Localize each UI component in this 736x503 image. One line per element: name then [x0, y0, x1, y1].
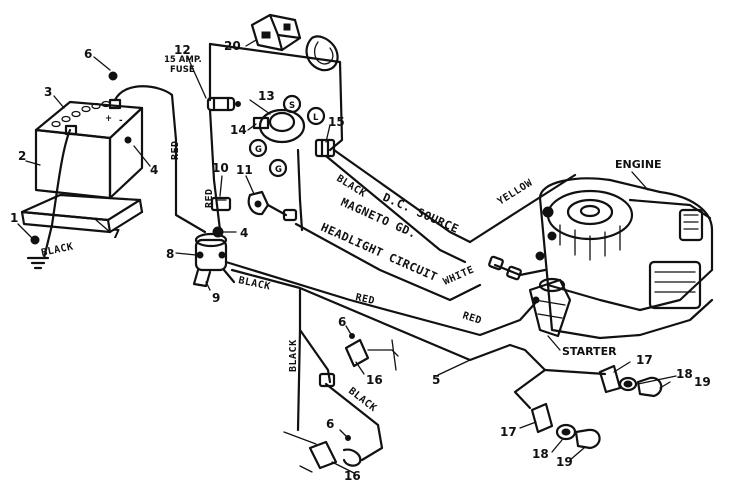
starter-label: STARTER [562, 345, 617, 358]
inline-connector-lower [318, 372, 336, 388]
main-harness [208, 42, 344, 232]
callout-6-lower: 6 [326, 417, 334, 431]
headlight-16-upper [344, 325, 399, 371]
bulb-assembly-upper [598, 364, 663, 398]
callout-14: 14 [230, 123, 247, 137]
engine [535, 177, 714, 340]
callout-16-lower: 16 [344, 469, 361, 483]
key-switch [250, 13, 302, 52]
negative-terminal-label: - [119, 116, 123, 126]
headlight-16-lower [283, 429, 362, 473]
black-vertical-label: BLACK [288, 339, 299, 372]
callout-5: 5 [432, 373, 440, 387]
callout-4-battery: 4 [150, 163, 158, 177]
inline-connector-upper [488, 255, 522, 281]
terminal-g-bottom-label: G [275, 165, 282, 175]
solenoid-to-starter [224, 260, 540, 362]
positive-terminal-label: + [105, 114, 112, 124]
callout-15: 15 [328, 115, 345, 129]
terminal-s [282, 94, 302, 114]
bulb-assembly-lower [530, 402, 601, 450]
relay-10 [210, 196, 232, 212]
fuse-label: FUSE [170, 65, 195, 75]
white-wire-label: WHITE [442, 264, 476, 287]
callout-8: 8 [166, 247, 174, 261]
battery-negative-terminal [64, 124, 78, 136]
battery: + - [34, 98, 144, 200]
callout-1: 1 [10, 211, 18, 225]
callout-17-lower: 17 [500, 425, 517, 439]
lower-harness [296, 288, 384, 462]
callout-12: 12 [174, 43, 191, 57]
callout-11: 11 [236, 163, 253, 177]
callout-3: 3 [44, 85, 52, 99]
callout-13: 13 [258, 89, 275, 103]
black-lower-label: BLACK [346, 386, 378, 415]
red-lower-label: RED [354, 292, 375, 307]
callout-2: 2 [18, 149, 26, 163]
black-main-label: BLACK [237, 275, 271, 293]
terminal-s-label: S [289, 101, 295, 111]
terminal-g-top [248, 138, 268, 158]
callout-leaders [17, 39, 677, 474]
callout-9: 9 [212, 291, 220, 305]
engine-label: ENGINE [615, 158, 662, 171]
callout-17-upper: 17 [636, 353, 653, 367]
right-harness [508, 343, 607, 410]
ground-cable [26, 128, 72, 270]
battery-tray [20, 193, 144, 234]
terminal-l [306, 106, 326, 126]
callout-4-solenoid: 4 [240, 226, 248, 240]
ground-bolt [30, 235, 40, 245]
red-right-label: RED [461, 310, 483, 327]
battery-red-wire-label: RED [170, 140, 181, 160]
fuse [206, 96, 241, 112]
battery-positive-cable [108, 71, 207, 234]
terminal-g-bottom [268, 158, 288, 178]
callout-7: 7 [112, 227, 120, 241]
battery-bolt [108, 71, 118, 81]
callout-19-lower: 19 [556, 455, 573, 469]
callout-16-upper: 16 [366, 373, 383, 387]
callout-18-upper: 18 [676, 367, 693, 381]
battery-vent-cap [124, 136, 132, 144]
engine-leader [631, 171, 649, 191]
headlight-circuit-label: HEADLIGHT CIRCUIT [319, 220, 440, 284]
starter-leader [547, 335, 561, 351]
callout-20: 20 [224, 39, 241, 53]
red-solenoid-label: RED [204, 188, 215, 208]
terminal-g-top-label: G [255, 145, 262, 155]
ground-wire-label: BLACK [40, 241, 74, 259]
switch-11 [247, 190, 298, 222]
callout-6-battery: 6 [84, 47, 92, 61]
ignition-switch [248, 94, 326, 178]
starter-solenoid [192, 232, 236, 288]
callout-10: 10 [212, 161, 229, 175]
wire-loop [305, 35, 339, 72]
callout-18-lower: 18 [532, 447, 549, 461]
callout-6-upper: 6 [338, 315, 346, 329]
fuse-amp-label: 15 AMP. [164, 55, 202, 65]
terminal-l-label: L [313, 113, 319, 123]
starter [528, 277, 572, 338]
callout-19-upper: 19 [694, 375, 711, 389]
